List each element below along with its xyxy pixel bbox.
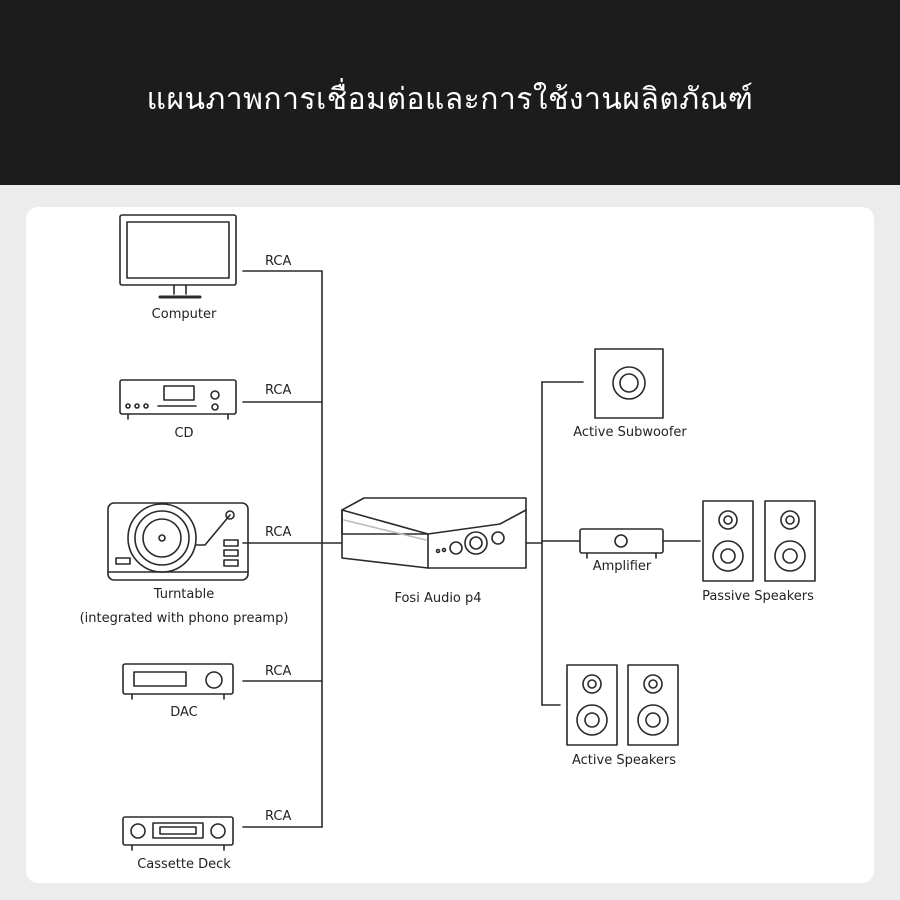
rca-label-turntable: RCA bbox=[265, 525, 292, 540]
amplifier-label: Amplifier bbox=[592, 559, 652, 574]
rca-label-dac: RCA bbox=[265, 664, 292, 679]
cassette-deck-label: Cassette Deck bbox=[137, 857, 231, 872]
rca-label-cassette: RCA bbox=[265, 809, 292, 824]
header-banner: แผนภาพการเชื่อมต่อและการใช้งานผลิตภัณฑ์ bbox=[0, 0, 900, 185]
dac-icon bbox=[122, 663, 234, 700]
passive-speakers-label: Passive Speakers bbox=[702, 589, 814, 604]
computer-label: Computer bbox=[151, 307, 217, 322]
amplifier-icon bbox=[579, 528, 664, 559]
dac-label: DAC bbox=[170, 705, 198, 720]
page-title: แผนภาพการเชื่อมต่อและการใช้งานผลิตภัณฑ์ bbox=[146, 82, 754, 117]
computer-monitor-icon bbox=[119, 214, 237, 299]
passive-speakers-icon bbox=[702, 500, 816, 582]
active-subwoofer-label: Active Subwoofer bbox=[573, 425, 687, 440]
fosi-audio-p4-device-icon bbox=[341, 497, 527, 569]
cassette-deck-icon bbox=[122, 816, 234, 851]
rca-label-computer: RCA bbox=[265, 254, 292, 269]
cd-label: CD bbox=[174, 426, 194, 441]
turntable-label: Turntable bbox=[153, 587, 215, 602]
turntable-sublabel: (integrated with phono preamp) bbox=[79, 611, 289, 626]
active-speakers-label: Active Speakers bbox=[572, 753, 676, 768]
fosi-audio-p4-label: Fosi Audio p4 bbox=[394, 591, 482, 606]
active-speakers-icon bbox=[566, 664, 679, 746]
output-connection-lines bbox=[525, 381, 701, 706]
rca-label-cd: RCA bbox=[265, 383, 292, 398]
active-subwoofer-icon bbox=[594, 348, 664, 419]
source-connection-lines bbox=[242, 270, 343, 828]
cd-player-icon bbox=[119, 379, 237, 420]
turntable-icon bbox=[107, 502, 249, 581]
